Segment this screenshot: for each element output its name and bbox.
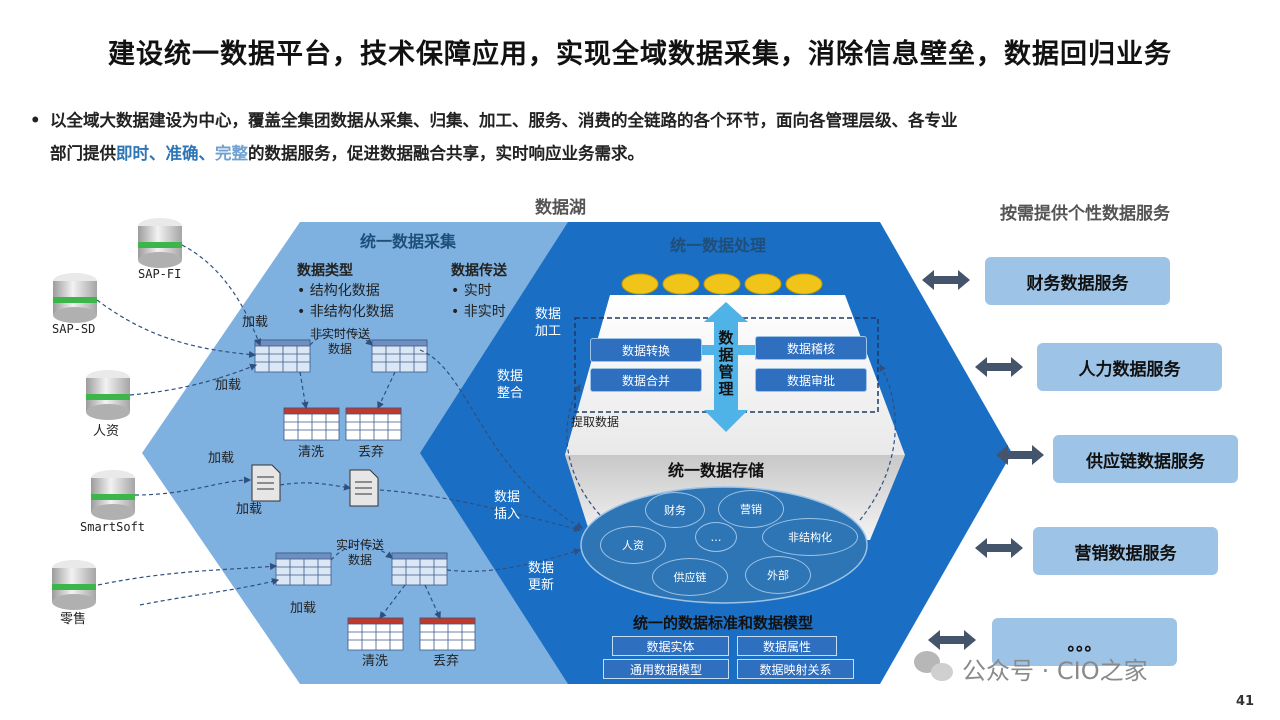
load-label: 加载: [290, 601, 317, 616]
collect-title: 统一数据采集: [360, 232, 457, 251]
management-cross-arrow: [690, 302, 765, 432]
service-hr: 人力数据服务: [1037, 343, 1222, 391]
load-label: 加载: [208, 451, 235, 466]
std-entity: 数据实体: [612, 636, 729, 656]
source-label: SAP-FI: [138, 267, 182, 281]
bullet-marker: •: [30, 111, 41, 130]
storage-cat-supply: 供应链: [652, 558, 728, 596]
process-side-label: 数据 加工: [535, 307, 562, 339]
standard-title: 统一的数据标准和数据模型: [633, 614, 814, 632]
service-arrows: [922, 270, 1044, 650]
bullet-line2-suffix: 的数据服务，促进数据融合共享，实时响应业务需求。: [248, 144, 644, 163]
document-icons: [251, 464, 379, 507]
std-attribute: 数据属性: [737, 636, 837, 656]
discard-label: 丢弃: [358, 445, 385, 460]
storage-cat-hr: 人资: [600, 526, 666, 564]
realtime-label: 实时传送 数据: [336, 538, 385, 567]
watermark-text: 公众号 · CIO之家: [962, 657, 1148, 685]
bullet-line2-prefix: 部门提供: [50, 144, 116, 163]
page-number: 41: [1236, 694, 1255, 709]
database-icons: [52, 218, 182, 610]
data-transfer-item: • 实时: [451, 283, 492, 299]
table-icons: [254, 339, 476, 651]
intro-paragraph: • 以全域大数据建设为中心，覆盖全集团数据从采集、归集、加工、服务、消费的全链路…: [30, 104, 1260, 170]
load-label: 加载: [236, 502, 263, 517]
storage-cat-external: 外部: [745, 556, 811, 594]
service-more: 。。。: [992, 618, 1177, 666]
data-transfer-item: • 非实时: [451, 304, 506, 320]
op-approve: 数据审批: [755, 368, 867, 392]
wechat-icon: [914, 651, 953, 681]
storage-cat-unstructured: 非结构化: [762, 518, 858, 556]
op-convert: 数据转换: [590, 338, 702, 362]
storage-title: 统一数据存储: [668, 461, 765, 480]
bullet-line1: 以全域大数据建设为中心，覆盖全集团数据从采集、归集、加工、服务、消费的全链路的各…: [50, 111, 958, 130]
collection-hexagon: [142, 222, 575, 684]
op-merge: 数据合并: [590, 368, 702, 392]
highlight-accurate: 即时、准确、: [116, 144, 215, 163]
std-model: 通用数据模型: [603, 659, 729, 679]
load-label: 加载: [215, 378, 242, 393]
data-types-title: 数据类型: [297, 263, 353, 279]
discard-label: 丢弃: [433, 654, 460, 669]
update-side-label: 数据 更新: [528, 561, 555, 593]
insert-side-label: 数据 插入: [494, 490, 521, 522]
std-mapping: 数据映射关系: [737, 659, 854, 679]
right-title: 按需提供个性数据服务: [1000, 204, 1170, 224]
service-finance: 财务数据服务: [985, 257, 1170, 305]
nonrealtime-label: 非实时传送 数据: [310, 327, 371, 356]
manage-label: 数据管理: [718, 329, 734, 398]
storage-cat-more: …: [695, 522, 737, 552]
extract-label: 提取数据: [571, 415, 620, 429]
source-label: SAP-SD: [52, 322, 96, 336]
load-label: 加载: [242, 315, 269, 330]
data-type-item: • 结构化数据: [297, 283, 380, 299]
highlight-complete: 完整: [215, 144, 248, 163]
source-label: 人资: [93, 424, 120, 439]
data-lake-label: 数据湖: [535, 198, 586, 218]
clean-label: 清洗: [298, 445, 325, 460]
service-supply: 供应链数据服务: [1053, 435, 1238, 483]
source-label: 零售: [60, 612, 87, 627]
service-marketing: 营销数据服务: [1033, 527, 1218, 575]
process-title: 统一数据处理: [670, 236, 767, 255]
storage-cat-marketing: 营销: [718, 490, 784, 528]
storage-cat-finance: 财务: [645, 492, 705, 528]
page-title: 建设统一数据平台，技术保障应用，实现全域数据采集，消除信息壁垒，数据回归业务: [108, 39, 1172, 70]
flow-arrows: [96, 244, 896, 620]
merge-side-label: 数据 整合: [497, 369, 524, 401]
data-type-item: • 非结构化数据: [297, 304, 394, 320]
coin-row-icon: [621, 273, 823, 295]
source-label: SmartSoft: [80, 520, 146, 534]
data-transfer-title: 数据传送: [451, 263, 507, 279]
op-audit: 数据稽核: [755, 336, 867, 360]
clean-label: 清洗: [362, 654, 389, 669]
